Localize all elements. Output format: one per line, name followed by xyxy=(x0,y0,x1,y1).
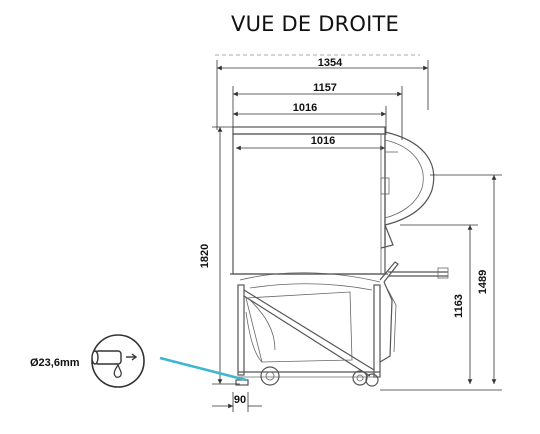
dim-label-total-height: 1820 xyxy=(199,244,211,268)
dim-label-mid: 1157 xyxy=(313,82,337,94)
dim-label-body: 1016 xyxy=(311,135,335,147)
drain-pipe-icon xyxy=(91,350,138,378)
drain-leader-line xyxy=(159,356,247,382)
dimension-mid-width: 1157 xyxy=(232,82,403,140)
view-title: VUE DE DROITE xyxy=(231,12,399,36)
dimension-overall-width: 1354 xyxy=(216,57,429,130)
dimension-base-offset: 90 xyxy=(212,392,262,412)
drain-callout: Ø23,6mm xyxy=(30,334,247,388)
dimension-hood-height: 1489 xyxy=(380,174,502,391)
drain-diameter-label: Ø23,6mm xyxy=(30,357,80,369)
dim-label-hood-height: 1489 xyxy=(477,270,489,294)
machine-body: 1016 xyxy=(230,126,435,291)
trolley-frame xyxy=(235,281,397,387)
dimension-inner-width: 1016 xyxy=(233,102,387,135)
dim-label-inner: 1016 xyxy=(293,102,317,114)
dim-label-table-height: 1163 xyxy=(453,294,465,318)
dimension-table-height: 1163 xyxy=(400,224,478,384)
side-shelf xyxy=(379,261,449,283)
dim-label-base: 90 xyxy=(234,394,246,406)
dimension-total-height: 1820 xyxy=(199,126,240,385)
dim-label-overall: 1354 xyxy=(318,57,343,69)
